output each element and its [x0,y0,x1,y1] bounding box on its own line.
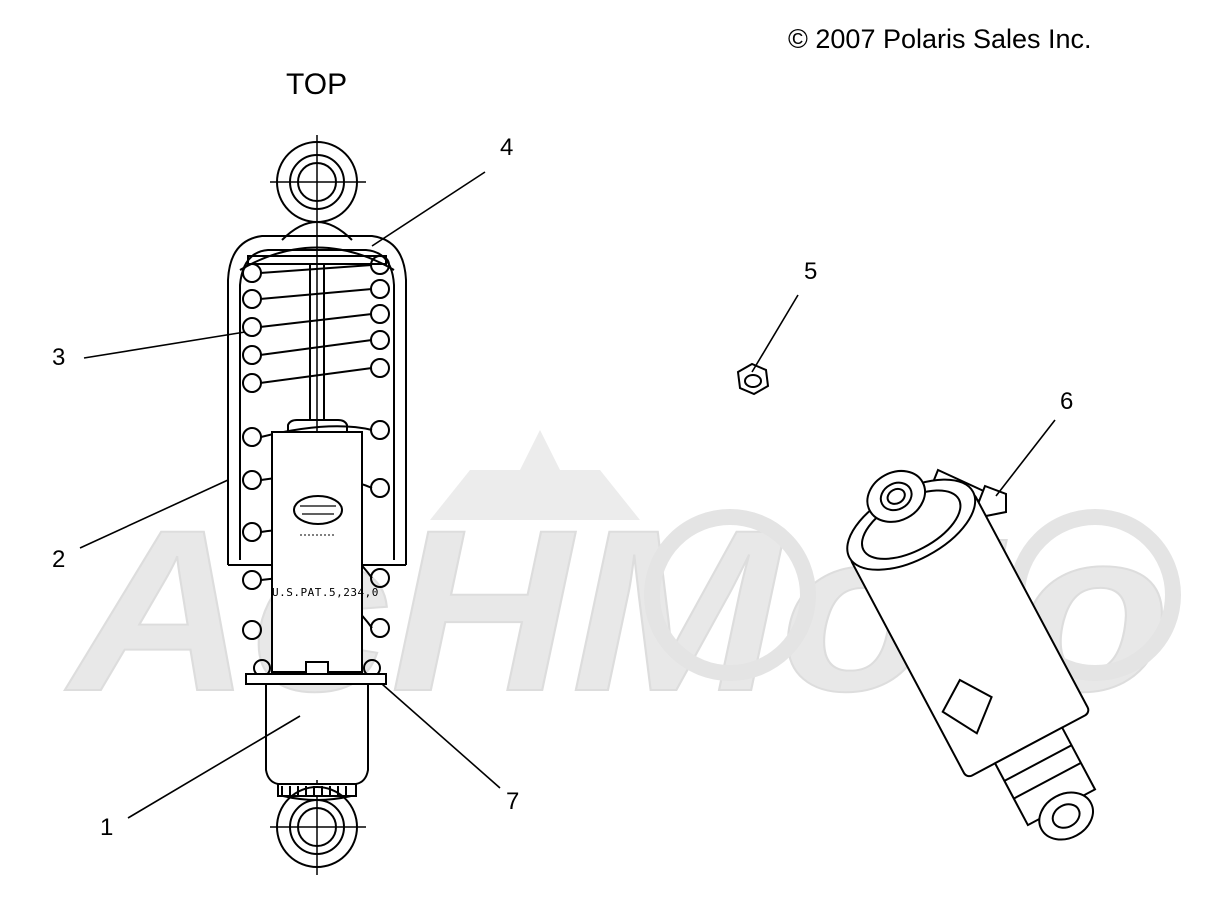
leader-line-7 [381,683,501,789]
callout-4: 4 [500,134,514,161]
leader-line-6 [995,419,1056,497]
spring-retainer [247,255,387,265]
shock-body [245,419,387,801]
leader-line-2 [79,479,229,549]
copyright-notice: © 2007 Polaris Sales Inc. [788,24,1092,54]
leader-line-4 [371,171,486,247]
bottom-eyelet [276,786,358,868]
shock-assembly-front [227,135,407,875]
leader-lines [79,171,1056,819]
shock-assembly-rear [846,469,1097,841]
callout-1: 1 [100,814,114,841]
callout-6: 6 [1060,388,1074,415]
watermark-castle-icon [430,430,640,520]
spring-seat [245,673,387,685]
leader-line-3 [83,331,246,359]
leader-line-5 [751,294,799,373]
callout-2: 2 [52,546,66,573]
flange-nut [736,362,770,396]
shock-patent-stamp: U.S.PAT.5,234,0 [272,586,379,599]
watermark-wheel-icon [644,509,816,681]
callout-3: 3 [52,344,66,371]
orientation-label: TOP [286,68,348,101]
shock-decal-icon [293,495,343,536]
leader-line-1 [127,715,301,819]
callout-7: 7 [506,788,520,815]
callout-5: 5 [804,258,818,285]
spring [242,255,390,640]
